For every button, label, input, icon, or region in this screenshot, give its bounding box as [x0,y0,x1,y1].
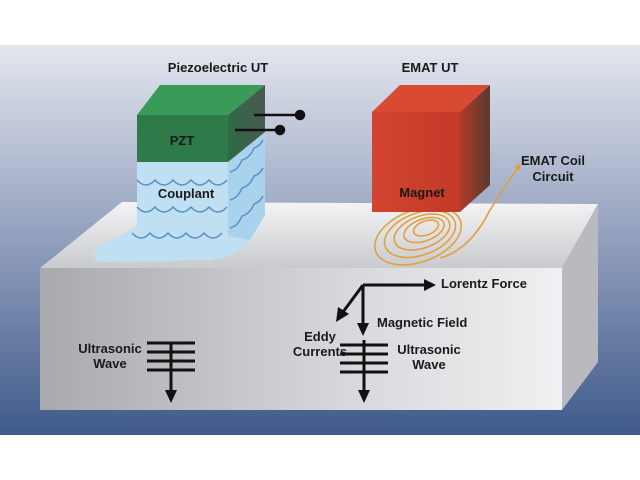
ultrasonic-wave-right [340,340,388,403]
magnetic-field-label: Magnetic Field [377,315,467,330]
magnet-label: Magnet [399,185,445,200]
emat-coil [373,164,521,266]
wave-right-label-line2: Wave [412,357,445,372]
ultrasonic-wave-left [147,341,195,403]
eddy-currents-arrow [341,284,365,313]
couplant [94,130,265,262]
pzt-wire-leads [235,109,306,136]
magnet [372,85,490,212]
coil-label-line2: Circuit [532,169,574,184]
eddy-label-line1: Eddy [304,329,337,344]
eddy-label-line2: Currents [293,344,347,359]
wave-left-label-line1: Ultrasonic [78,341,142,356]
couplant-label: Couplant [158,186,215,201]
pzt-label: PZT [170,133,195,148]
title-emat-ut: EMAT UT [402,60,459,75]
wave-left-label-line2: Wave [93,356,126,371]
lorentz-force-label: Lorentz Force [441,276,527,291]
coil-label-line1: EMAT Coil [521,153,585,168]
wave-right-label-line1: Ultrasonic [397,342,461,357]
title-piezoelectric-ut: Piezoelectric UT [168,60,268,75]
pzt-element [137,85,265,162]
force-arrows [336,279,436,336]
test-specimen-block [40,202,598,410]
